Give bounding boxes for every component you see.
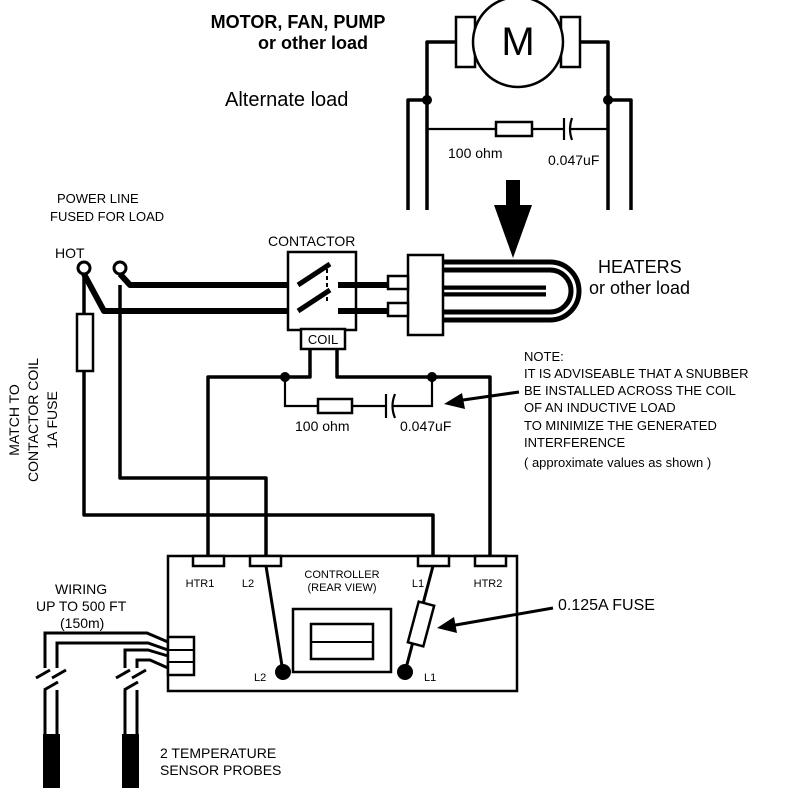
power-terminals <box>76 260 128 276</box>
load-title-line2: or other load <box>258 33 368 53</box>
alternate-load-label: Alternate load <box>225 89 348 111</box>
probes-label-line2: SENSOR PROBES <box>160 762 281 778</box>
contactor-label: CONTACTOR <box>268 233 355 249</box>
coil-snubber-capacitor <box>384 393 397 419</box>
coil-fuse-label-line3: 1A FUSE <box>44 391 60 449</box>
sensor-cables <box>35 631 169 736</box>
probes-label-line1: 2 TEMPERATURE <box>160 745 276 761</box>
note-line: BE INSTALLED ACROSS THE COIL <box>524 383 736 398</box>
coil-fuse-label-line2: CONTACTOR COIL <box>25 358 41 482</box>
coil-label: COIL <box>308 332 338 347</box>
terminal-l2 <box>248 554 283 568</box>
fuse-arrow <box>437 606 554 633</box>
motor-resistor-label: 100 ohm <box>448 145 502 161</box>
wiring-label-line3: (150m) <box>60 615 104 631</box>
note-line: NOTE: <box>524 349 564 364</box>
wiring-label-line1: WIRING <box>55 581 107 597</box>
controller-fuse-icon <box>406 600 436 648</box>
motor-capacitor-label: 0.047uF <box>548 152 599 168</box>
inner-l1-label: L1 <box>424 672 436 684</box>
coil-fuse-icon <box>75 312 95 373</box>
heaters-label-line1: HEATERS <box>598 257 682 277</box>
motor-snubber-resistor <box>494 120 534 138</box>
motor-load-group: MOTOR, FAN, PUMP or other load Alternate… <box>211 0 633 258</box>
terminal-htr2 <box>473 554 508 568</box>
terminal-label-htr2: HTR2 <box>474 578 503 590</box>
coil-snubber-resistor <box>316 397 354 415</box>
load-title-line1: MOTOR, FAN, PUMP <box>211 12 386 32</box>
power-line-label-line2: FUSED FOR LOAD <box>50 209 164 224</box>
heaters-label-line2: or other load <box>589 278 690 298</box>
terminal-l1 <box>416 554 451 568</box>
motor-symbol-label: M <box>501 20 534 64</box>
hot-label: HOT <box>55 245 85 261</box>
terminal-label-htr1: HTR1 <box>186 578 215 590</box>
heater-element <box>386 253 582 337</box>
terminal-htr1 <box>191 554 226 568</box>
note-arrow <box>444 390 520 409</box>
note-line: IT IS ADVISEABLE THAT A SNUBBER <box>524 366 748 381</box>
wiring-label-line2: UP TO 500 FT <box>36 598 127 614</box>
coil-fuse-label-line1: MATCH TO <box>6 384 22 456</box>
controller-title-line1: CONTROLLER <box>304 569 379 581</box>
note-line: TO MINIMIZE THE GENERATED <box>524 418 717 433</box>
note-line: ( approximate values as shown ) <box>524 455 711 470</box>
temperature-probe-icon <box>43 734 139 788</box>
inner-l2-label: L2 <box>254 672 266 684</box>
note-line: INTERFERENCE <box>524 435 625 450</box>
controller-title-line2: (REAR VIEW) <box>307 582 376 594</box>
terminal-label-l2: L2 <box>242 578 254 590</box>
power-line-label-line1: POWER LINE <box>57 191 139 206</box>
terminal-label-l1: L1 <box>412 578 424 590</box>
alternate-load-arrow <box>494 180 532 258</box>
snubber-note: NOTE: IT IS ADVISEABLE THAT A SNUBBER BE… <box>524 349 748 470</box>
contactor-icon: COIL <box>286 250 388 351</box>
coil-resistor-label: 100 ohm <box>295 418 349 434</box>
coil-capacitor-label: 0.047uF <box>400 418 451 434</box>
motor-icon: M <box>454 0 582 89</box>
note-line: OF AN INDUCTIVE LOAD <box>524 400 676 415</box>
controller-fuse-label: 0.125A FUSE <box>558 597 655 614</box>
